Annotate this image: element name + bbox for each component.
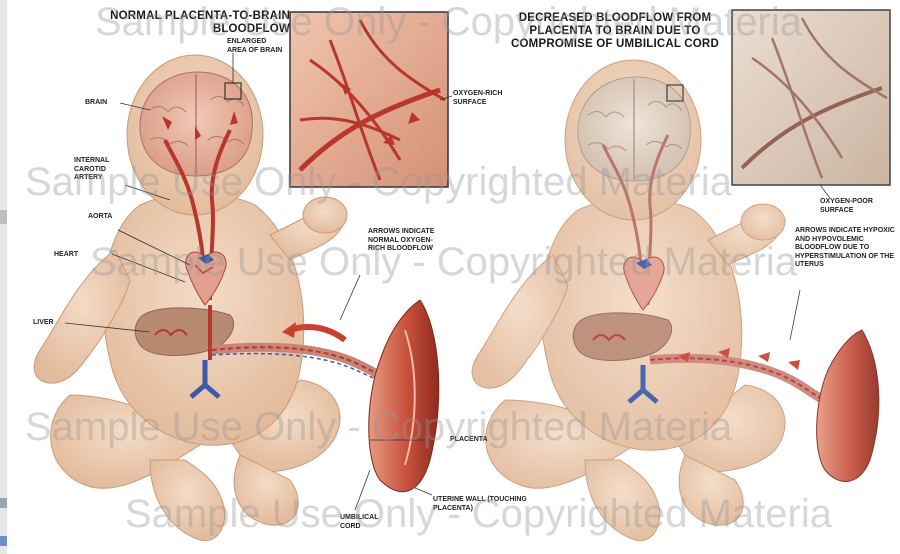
label-enlarged-area: ENLARGED AREA OF BRAIN	[227, 38, 287, 55]
label-oxygen-poor-surface: OXYGEN-POOR SURFACE	[820, 198, 890, 215]
right-baby	[472, 10, 890, 541]
left-title: NORMAL PLACENTA-TO-BRAIN BLOODFLOW	[40, 10, 290, 36]
label-heart: HEART	[54, 251, 78, 260]
label-liver: LIVER	[33, 319, 54, 328]
left-baby	[34, 12, 452, 541]
label-internal-carotid-artery: INTERNAL CAROTID ARTERY	[74, 157, 124, 183]
label-placenta: PLACENTA	[450, 436, 488, 445]
label-arrows-hypoxic: ARROWS INDICATE HYPOXIC AND HYPOVOLEMIC …	[795, 227, 895, 270]
label-brain: BRAIN	[85, 99, 107, 108]
label-arrows-normal: ARROWS INDICATE NORMAL OXYGEN-RICH BLOOD…	[368, 228, 438, 254]
label-uterine-wall: UTERINE WALL (TOUCHING PLACENTA)	[433, 496, 553, 513]
label-aorta: AORTA	[88, 213, 112, 222]
right-title: DECREASED BLOODFLOW FROM PLACENTA TO BRA…	[500, 12, 730, 51]
label-oxygen-rich-surface: OXYGEN-RICH SURFACE	[453, 90, 525, 107]
label-umbilical-cord: UMBILICAL CORD	[340, 514, 390, 531]
